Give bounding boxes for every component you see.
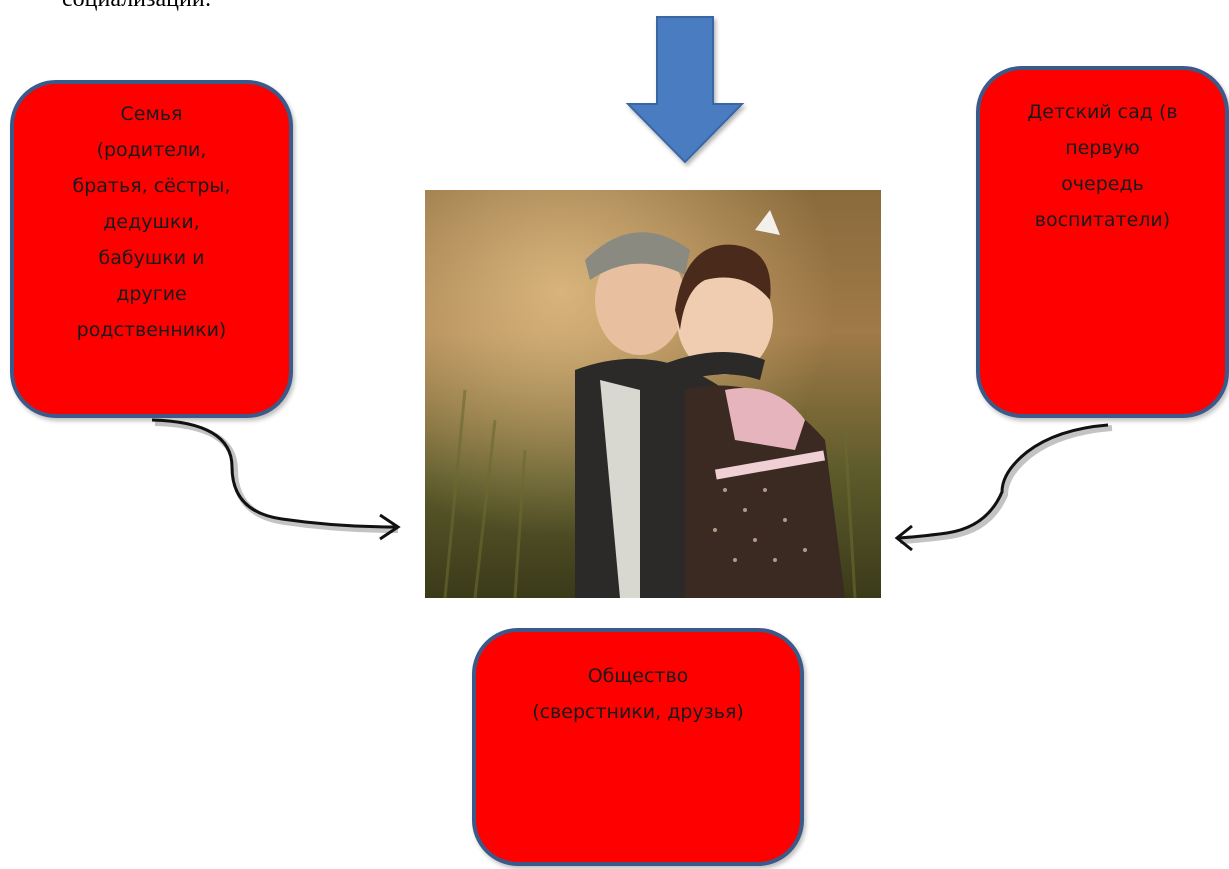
children-photo-illustration (425, 190, 881, 598)
society-box: Общество (сверстники, друзья) (472, 628, 804, 866)
family-line: родственники) (76, 319, 227, 341)
heading-fragment: социализации: (62, 0, 211, 13)
family-line: (родители, (96, 139, 207, 161)
kindergarten-line: очередь (1061, 173, 1144, 195)
kindergarten-line: первую (1065, 137, 1140, 159)
family-line: другие (116, 283, 187, 305)
kindergarten-box: Детский сад (в первую очередь воспитател… (976, 66, 1229, 418)
family-connector-arrow (151, 418, 401, 541)
family-line: Семья (120, 103, 183, 125)
children-photo (425, 190, 881, 598)
family-box: Семья (родители, братья, сёстры, дедушки… (10, 80, 293, 418)
family-line: бабушки и (98, 247, 205, 269)
family-line: дедушки, (103, 211, 200, 233)
society-line: (сверстники, друзья) (532, 701, 744, 723)
down-arrow-icon (625, 16, 745, 164)
family-line: братья, сёстры, (72, 175, 231, 197)
society-line: Общество (587, 665, 689, 687)
kindergarten-line: Детский сад (в (1027, 101, 1178, 123)
kindergarten-line: воспитатели) (1034, 209, 1171, 231)
kindergarten-connector-arrow (894, 423, 1113, 552)
